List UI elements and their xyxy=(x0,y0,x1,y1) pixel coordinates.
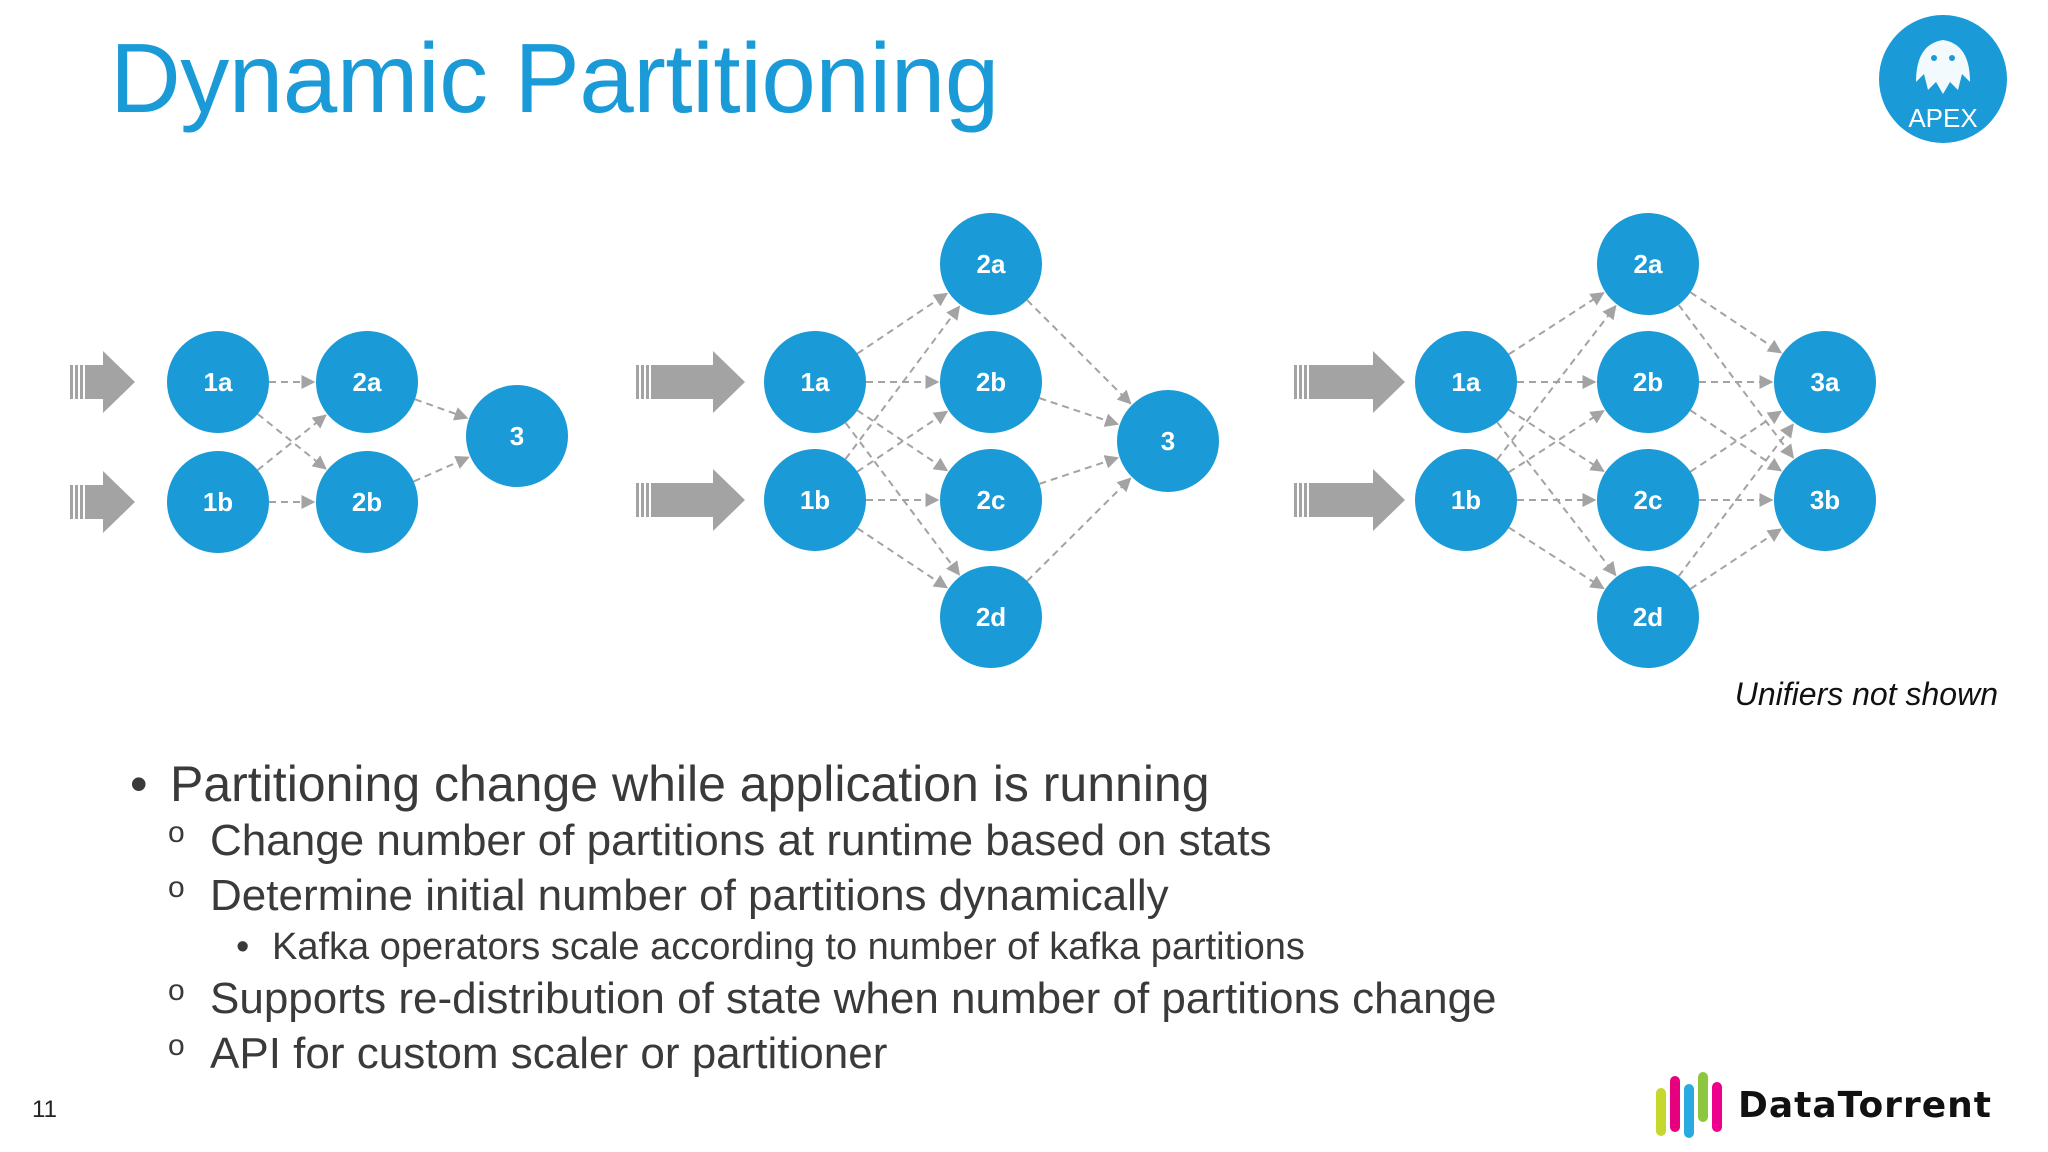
node-label: 3 xyxy=(510,421,524,451)
partition-node: 1a xyxy=(764,331,866,433)
slide-title: Dynamic Partitioning xyxy=(110,23,999,133)
bullet-circle: o xyxy=(168,1029,185,1062)
dashed-edge xyxy=(1689,410,1783,473)
dashed-edge xyxy=(414,398,469,421)
node-label: 2a xyxy=(353,367,382,397)
partition-node: 2a xyxy=(316,331,418,433)
node-label: 2a xyxy=(1634,249,1663,279)
node-label: 2c xyxy=(977,485,1006,515)
bullet-circle: o xyxy=(168,816,185,849)
node-label: 1b xyxy=(203,487,233,517)
node-label: 1a xyxy=(801,367,830,397)
dashed-edge xyxy=(856,527,949,589)
dashed-edge xyxy=(856,410,949,473)
partition-node: 1a xyxy=(167,331,269,433)
apex-logo: APEX xyxy=(1879,15,2007,143)
bullet-circle: o xyxy=(168,974,185,1007)
dashed-edge xyxy=(257,413,327,470)
partition-node: 1b xyxy=(764,449,866,551)
partition-node: 3 xyxy=(466,385,568,487)
node-label: 2d xyxy=(1633,602,1663,632)
dashed-edge xyxy=(1508,291,1605,356)
bullet-circle: o xyxy=(168,871,185,904)
node-label: 2b xyxy=(1633,367,1663,397)
dashed-edge xyxy=(1689,291,1783,354)
node-label: 1a xyxy=(204,367,233,397)
dashed-edge xyxy=(856,292,949,355)
partition-node: 1a xyxy=(1415,331,1517,433)
node-label: 2c xyxy=(1634,485,1663,515)
node-label: 1a xyxy=(1452,367,1481,397)
input-arrow-icon xyxy=(1294,351,1405,413)
unifiers-note: Unifiers not shown xyxy=(1734,676,1998,712)
input-arrow-icon xyxy=(70,471,135,533)
input-arrow-icon xyxy=(1294,469,1405,531)
dashed-edge xyxy=(844,422,961,576)
partition-node: 2a xyxy=(1597,213,1699,315)
partition-node: 1b xyxy=(167,451,269,553)
dashed-edge xyxy=(844,305,961,460)
bullet-level3: •Kafka operators scale according to numb… xyxy=(130,923,1830,971)
dashed-edge xyxy=(1496,421,1617,577)
bullet-dot: • xyxy=(236,926,250,968)
partition-node: 2b xyxy=(940,331,1042,433)
dashed-edge xyxy=(1508,526,1605,590)
dashed-edge xyxy=(1039,397,1120,427)
page-number: 11 xyxy=(32,1096,57,1123)
node-label: 3a xyxy=(1811,367,1840,397)
partition-node: 1b xyxy=(1415,449,1517,551)
node-label: 3 xyxy=(1161,426,1175,456)
datatorrent-logo xyxy=(1656,1072,1722,1138)
node-label: 2d xyxy=(976,602,1006,632)
dashed-edge xyxy=(1689,528,1782,590)
partition-node: 2a xyxy=(940,213,1042,315)
partition-node: 2d xyxy=(1597,566,1699,668)
dashed-edge xyxy=(1508,408,1605,473)
bullet-dot: • xyxy=(130,756,148,812)
dashed-edge xyxy=(1496,304,1617,461)
partition-node: 3b xyxy=(1774,449,1876,551)
node-label: 2b xyxy=(976,367,1006,397)
apex-logo-text: APEX xyxy=(1908,103,1977,133)
datatorrent-logo-text: DataTorrent xyxy=(1738,1085,1992,1126)
dashed-edge xyxy=(1677,304,1795,459)
node-label: 3b xyxy=(1810,485,1840,515)
bullet-list: •Partitioning change while application i… xyxy=(130,755,1830,1081)
dashed-edge xyxy=(1677,423,1794,577)
node-label: 1b xyxy=(1451,485,1481,515)
dashed-edge xyxy=(1026,299,1132,405)
partition-node: 2c xyxy=(940,449,1042,551)
input-arrow-icon xyxy=(70,351,135,413)
input-arrows xyxy=(70,351,1405,533)
partition-node: 2b xyxy=(316,451,418,553)
node-label: 2b xyxy=(352,487,382,517)
dashed-edge xyxy=(1026,477,1132,582)
partition-node: 2d xyxy=(940,566,1042,668)
dashed-edge xyxy=(1508,409,1605,474)
partition-node: 2c xyxy=(1597,449,1699,551)
partition-node: 3a xyxy=(1774,331,1876,433)
dashed-edge xyxy=(257,414,327,471)
input-arrow-icon xyxy=(636,469,745,531)
partition-node: 3 xyxy=(1117,390,1219,492)
node-label: 2a xyxy=(977,249,1006,279)
input-arrow-icon xyxy=(636,351,745,413)
dashed-edge xyxy=(1039,455,1120,485)
bullet-level1: •Partitioning change while application i… xyxy=(130,756,1210,812)
partition-node: 2b xyxy=(1597,331,1699,433)
dashed-edges xyxy=(257,291,1795,590)
dashed-edge xyxy=(413,456,470,483)
partition-nodes: 1a 1b 2a 2b 3 1a 1b 2a 2b 2c 2d 3 1a 1b 2a 2b 2c 2d 3a 3b xyxy=(167,213,1876,668)
node-label: 1b xyxy=(800,485,830,515)
